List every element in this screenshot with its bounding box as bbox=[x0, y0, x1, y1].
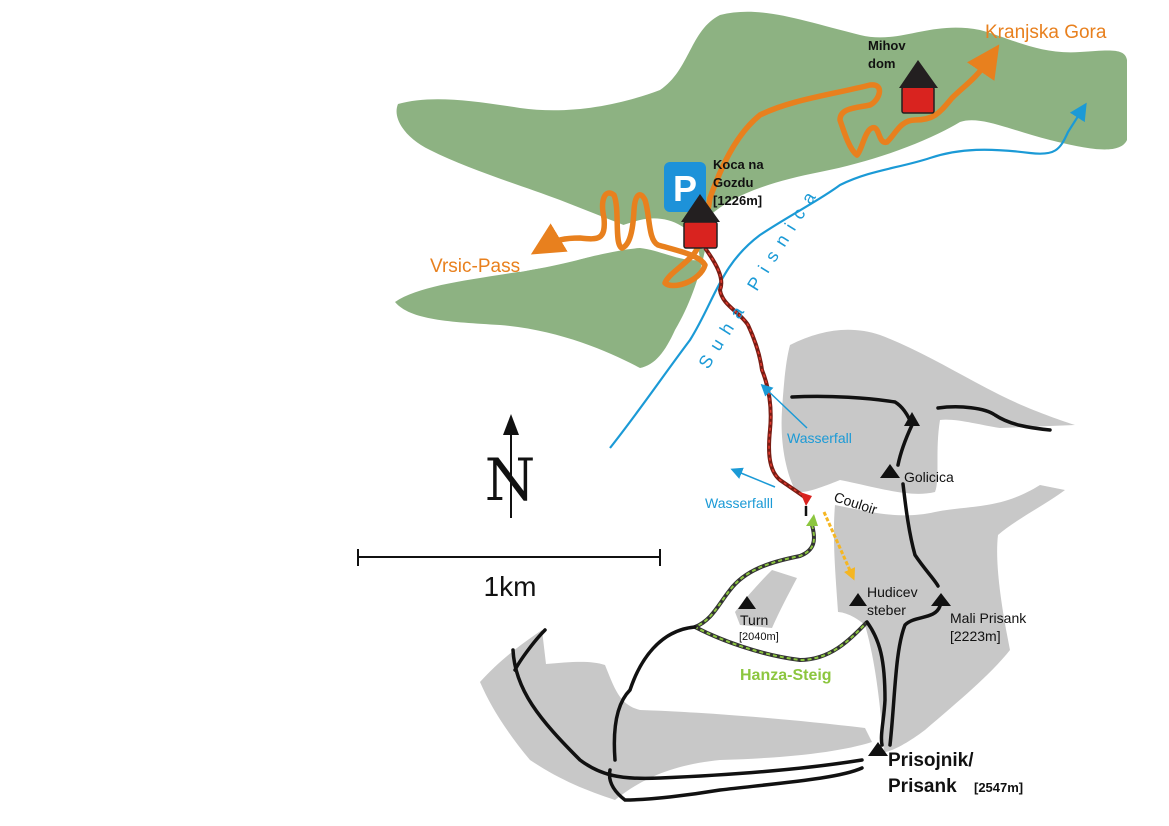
label-prisojnik-2: Prisank bbox=[888, 776, 957, 797]
black-trails bbox=[511, 394, 1052, 802]
label-koca-3: [1226m] bbox=[713, 193, 762, 208]
scale-label: 1km bbox=[484, 571, 537, 602]
road-to-vrsic-pass bbox=[530, 190, 713, 289]
label-prisojnik-alt: [2547m] bbox=[974, 780, 1023, 795]
label-mihov-dom-1: Mihov bbox=[868, 38, 906, 53]
peak-icons bbox=[738, 412, 951, 756]
label-koca-2: Gozdu bbox=[713, 175, 753, 190]
label-hudicev-2: steber bbox=[867, 602, 906, 618]
parking-icon: P bbox=[664, 162, 706, 212]
label-vrsic-pass: Vrsic-Pass bbox=[430, 256, 520, 277]
peak-icon-north bbox=[904, 412, 920, 426]
river-suha-pisnica bbox=[609, 102, 1087, 449]
rock-area-couloir-east bbox=[833, 485, 1065, 752]
waterfall-arrow-1 bbox=[760, 383, 808, 429]
label-hanza-steig: Hanza-Steig bbox=[740, 667, 832, 684]
peak-icon-mali-prisank bbox=[931, 593, 951, 606]
label-prisojnik-1: Prisojnik/ bbox=[888, 750, 974, 771]
label-mali-prisank-alt: [2223m] bbox=[950, 628, 1001, 644]
couloir-arrow-red bbox=[800, 492, 812, 506]
peak-icon-turn bbox=[738, 596, 756, 609]
rock-area-north bbox=[781, 329, 1075, 494]
hut-icon-koca-na-gozdu bbox=[681, 194, 720, 249]
north-arrow: N bbox=[485, 414, 536, 518]
rock-area-turn bbox=[735, 570, 797, 628]
label-koca-1: Koca na bbox=[713, 157, 764, 172]
label-golicica: Golicica bbox=[904, 469, 954, 485]
parking-label: P bbox=[673, 168, 697, 209]
trail-hudicev-alt bbox=[822, 511, 856, 581]
hanza-arrow-green bbox=[806, 514, 818, 526]
forest-area-south bbox=[395, 239, 705, 368]
clearing bbox=[520, 218, 700, 272]
forest-area-north bbox=[396, 11, 1127, 255]
label-turn-alt: [2040m] bbox=[739, 631, 779, 643]
label-hudicev-1: Hudicev bbox=[867, 584, 918, 600]
peak-icon-golicica bbox=[880, 464, 900, 478]
trail-hanza-steig-dash bbox=[692, 524, 868, 662]
trail-koca-to-couloir-dash bbox=[704, 247, 807, 499]
scale-bar bbox=[357, 549, 661, 566]
road-to-kranjska-gora bbox=[707, 44, 1000, 201]
label-waterfall-1: Wasserfall bbox=[787, 430, 852, 446]
label-waterfall-2: Wasserfalll bbox=[705, 495, 773, 511]
north-label: N bbox=[485, 446, 536, 514]
waterfall-arrow-2 bbox=[730, 467, 776, 488]
peak-icon-hudicev bbox=[849, 593, 867, 606]
peak-icon-prisojnik bbox=[868, 742, 888, 756]
label-mihov-dom-2: dom bbox=[868, 56, 895, 71]
label-mali-prisank: Mali Prisank bbox=[950, 610, 1027, 626]
hut-icon-mihov-dom bbox=[899, 60, 938, 114]
label-turn: Turn bbox=[740, 612, 768, 628]
label-kranjska-gora: Kranjska Gora bbox=[985, 22, 1107, 43]
